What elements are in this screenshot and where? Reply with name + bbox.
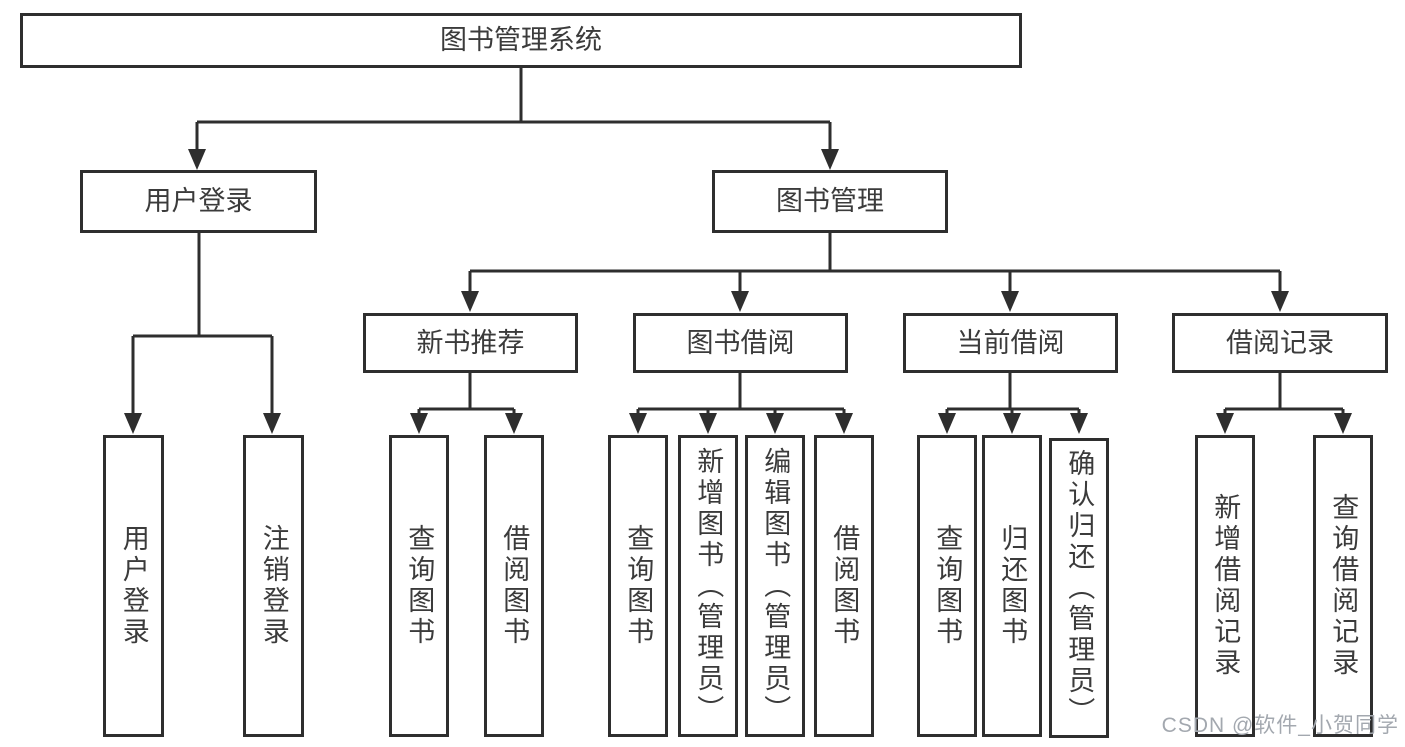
leaf-cb-return-book: 归还图书	[982, 435, 1042, 737]
leaf-cb-query-book: 查询图书	[917, 435, 977, 737]
node-book-management: 图书管理	[712, 170, 948, 233]
leaf-logout: 注销登录	[243, 435, 304, 737]
leaf-bb-edit-book-admin: 编辑图书（管理员）	[745, 435, 805, 737]
leaf-bb-borrow-book: 借阅图书	[814, 435, 874, 737]
node-user-login: 用户登录	[80, 170, 317, 233]
csdn-watermark: CSDN @软件_小贺同学	[1161, 714, 1399, 737]
leaf-nb-query-book: 查询图书	[389, 435, 449, 737]
leaf-bb-add-book-admin: 新增图书（管理员）	[678, 435, 738, 737]
leaf-user-login: 用户登录	[103, 435, 164, 737]
node-current-borrow: 当前借阅	[903, 313, 1118, 373]
leaf-br-add-record: 新增借阅记录	[1195, 435, 1255, 737]
leaf-cb-confirm-return-admin: 确认归还（管理员）	[1049, 438, 1109, 738]
node-borrow-records: 借阅记录	[1172, 313, 1388, 373]
leaf-br-query-record: 查询借阅记录	[1313, 435, 1373, 737]
node-root: 图书管理系统	[20, 13, 1022, 68]
leaf-nb-borrow-book: 借阅图书	[484, 435, 544, 737]
node-book-borrow: 图书借阅	[633, 313, 848, 373]
leaf-bb-query-book: 查询图书	[608, 435, 668, 737]
node-new-book-recommend: 新书推荐	[363, 313, 578, 373]
